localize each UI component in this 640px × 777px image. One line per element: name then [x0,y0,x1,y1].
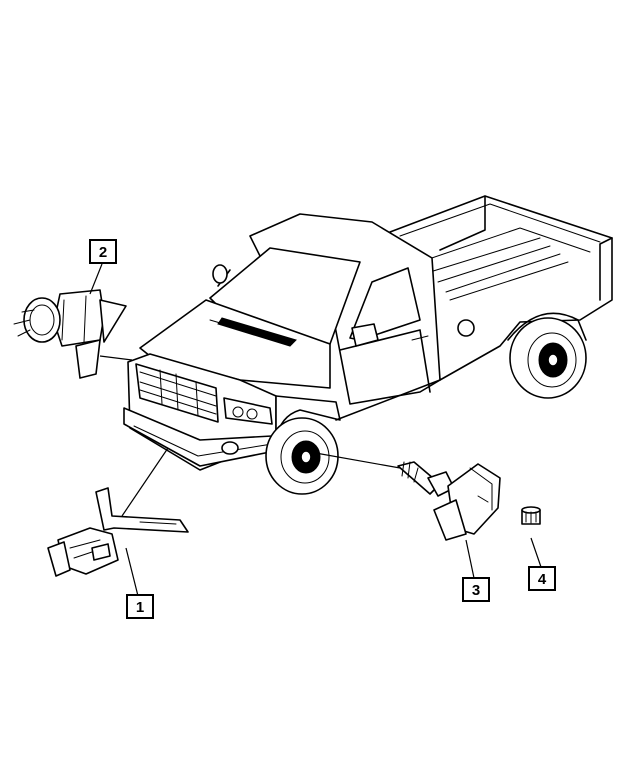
part-3-tpms-sensor [397,461,501,541]
leader-3-box [465,539,475,579]
callout-2-label: 2 [99,244,107,261]
leader-lines [89,263,542,597]
leader-1-truck [121,447,169,517]
pickup-truck [123,195,613,495]
callout-4: 4 [528,566,556,591]
leader-2-truck [99,355,133,361]
callout-3: 3 [462,577,490,602]
callout-2: 2 [89,239,117,264]
part-2-connector [13,289,127,379]
callout-3-label: 3 [472,582,480,599]
leader-3-wheel [309,451,401,469]
leader-4-box [530,537,542,568]
callout-1-label: 1 [136,599,144,616]
leader-2-top [89,263,103,295]
callout-1: 1 [126,594,154,619]
part-1-sensor [47,487,189,577]
callout-4-label: 4 [538,571,547,588]
leader-1-box [125,547,139,597]
part-4-valve-cap [521,506,541,525]
